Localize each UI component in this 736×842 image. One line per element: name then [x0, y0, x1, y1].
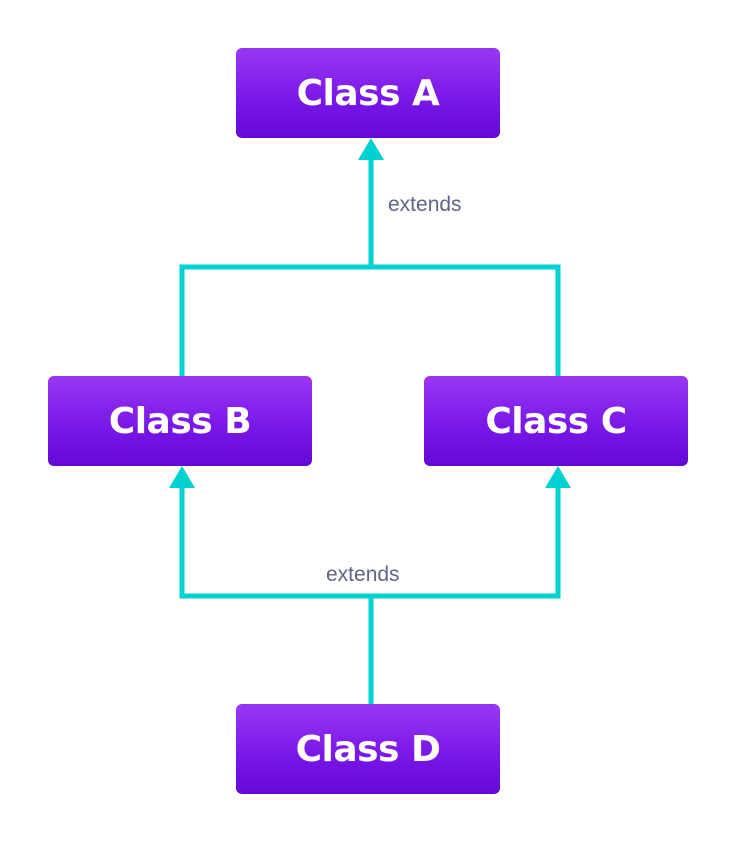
- extends-label-bottom: extends: [326, 563, 400, 586]
- class-c-label: Class C: [485, 400, 627, 442]
- class-c-node: Class C: [424, 376, 688, 466]
- class-d-label: Class D: [295, 728, 441, 770]
- class-b-label: Class B: [108, 400, 252, 442]
- connector-b-c-to-a: [179, 156, 561, 376]
- connector-d-to-b-c: [179, 486, 561, 704]
- arrowhead-to-class-a: [358, 138, 384, 160]
- class-a-node: Class A: [236, 48, 500, 138]
- class-b-node: Class B: [48, 376, 312, 466]
- class-d-node: Class D: [236, 704, 500, 794]
- arrowhead-to-class-b: [169, 466, 195, 488]
- arrowhead-to-class-c: [545, 466, 571, 488]
- extends-label-top: extends: [388, 193, 462, 216]
- class-a-label: Class A: [296, 72, 440, 114]
